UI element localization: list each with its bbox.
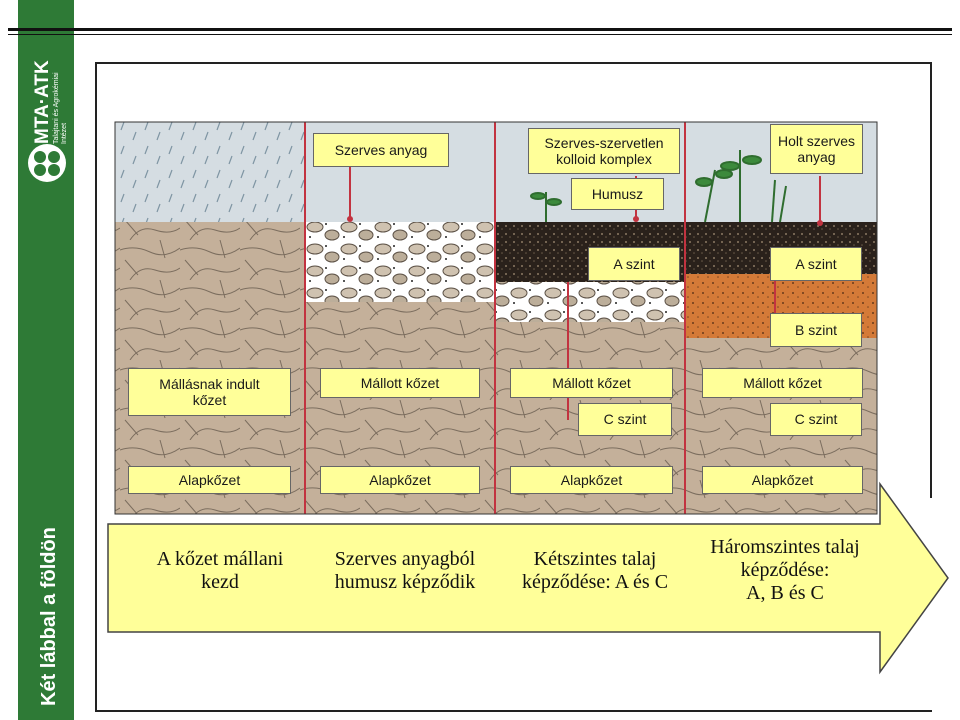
label-holt-szerves-anyag: Holt szerves anyag	[770, 124, 863, 174]
label-humusz: Humusz	[571, 178, 664, 210]
slogan-text: Két lábbal a földön	[38, 527, 60, 706]
frame-right	[930, 62, 932, 498]
label-mallott-kozet-panel2: Mállott kőzet	[320, 368, 480, 398]
top-rule-thin	[8, 34, 952, 35]
frame-left	[95, 62, 97, 712]
label-alapkozet-panel2: Alapkőzet	[320, 466, 480, 494]
label-mallott-kozet-panel3: Mállott kőzet	[510, 368, 673, 398]
label-b-szint: B szint	[770, 313, 862, 347]
slogan-vertical: Két lábbal a földön	[38, 527, 60, 706]
label-alapkozet-panel1: Alapkőzet	[128, 466, 291, 494]
label-kolloid-komplex: Szerves-szervetlen kolloid komplex	[528, 128, 680, 174]
label-c-szint-panel4: C szint	[770, 403, 862, 436]
stage-4-text: Háromszintes talaj képződése: A, B és C	[710, 536, 860, 604]
stage-1-text: A kőzet mállani kezd	[156, 548, 284, 593]
label-c-szint-panel3: C szint	[578, 403, 672, 436]
frame-top	[95, 62, 932, 64]
brand-sidebar	[18, 0, 74, 720]
label-alapkozet-panel3: Alapkőzet	[510, 466, 673, 494]
mta-logo-icon	[28, 144, 66, 182]
mta-atk-logotype: MTA·ATK Talajtani és Agrokémiai Intézet	[32, 60, 68, 144]
stage-2-text: Szerves anyagból humusz képződik	[334, 548, 476, 593]
label-a-szint-panel4: A szint	[770, 247, 862, 281]
top-rule	[8, 28, 952, 31]
label-a-szint-panel3: A szint	[588, 247, 680, 281]
label-mallasnak-indult-kozet: Mállásnak indult kőzet	[128, 368, 291, 416]
institute-line1: Talajtani és Agrokémiai	[53, 72, 60, 144]
label-szerves-anyag: Szerves anyag	[313, 133, 449, 167]
stage-3-text: Kétszintes talaj képződése: A és C	[521, 548, 669, 593]
brand-name: MTA·ATK	[32, 60, 53, 144]
label-mallott-kozet-panel4: Mállott kőzet	[702, 368, 863, 398]
institute-line2: Intézet	[61, 123, 68, 144]
rain-sky-panel1	[115, 122, 305, 222]
label-alapkozet-panel4: Alapkőzet	[702, 466, 863, 494]
plants	[530, 150, 787, 223]
frame-bottom	[95, 710, 932, 712]
